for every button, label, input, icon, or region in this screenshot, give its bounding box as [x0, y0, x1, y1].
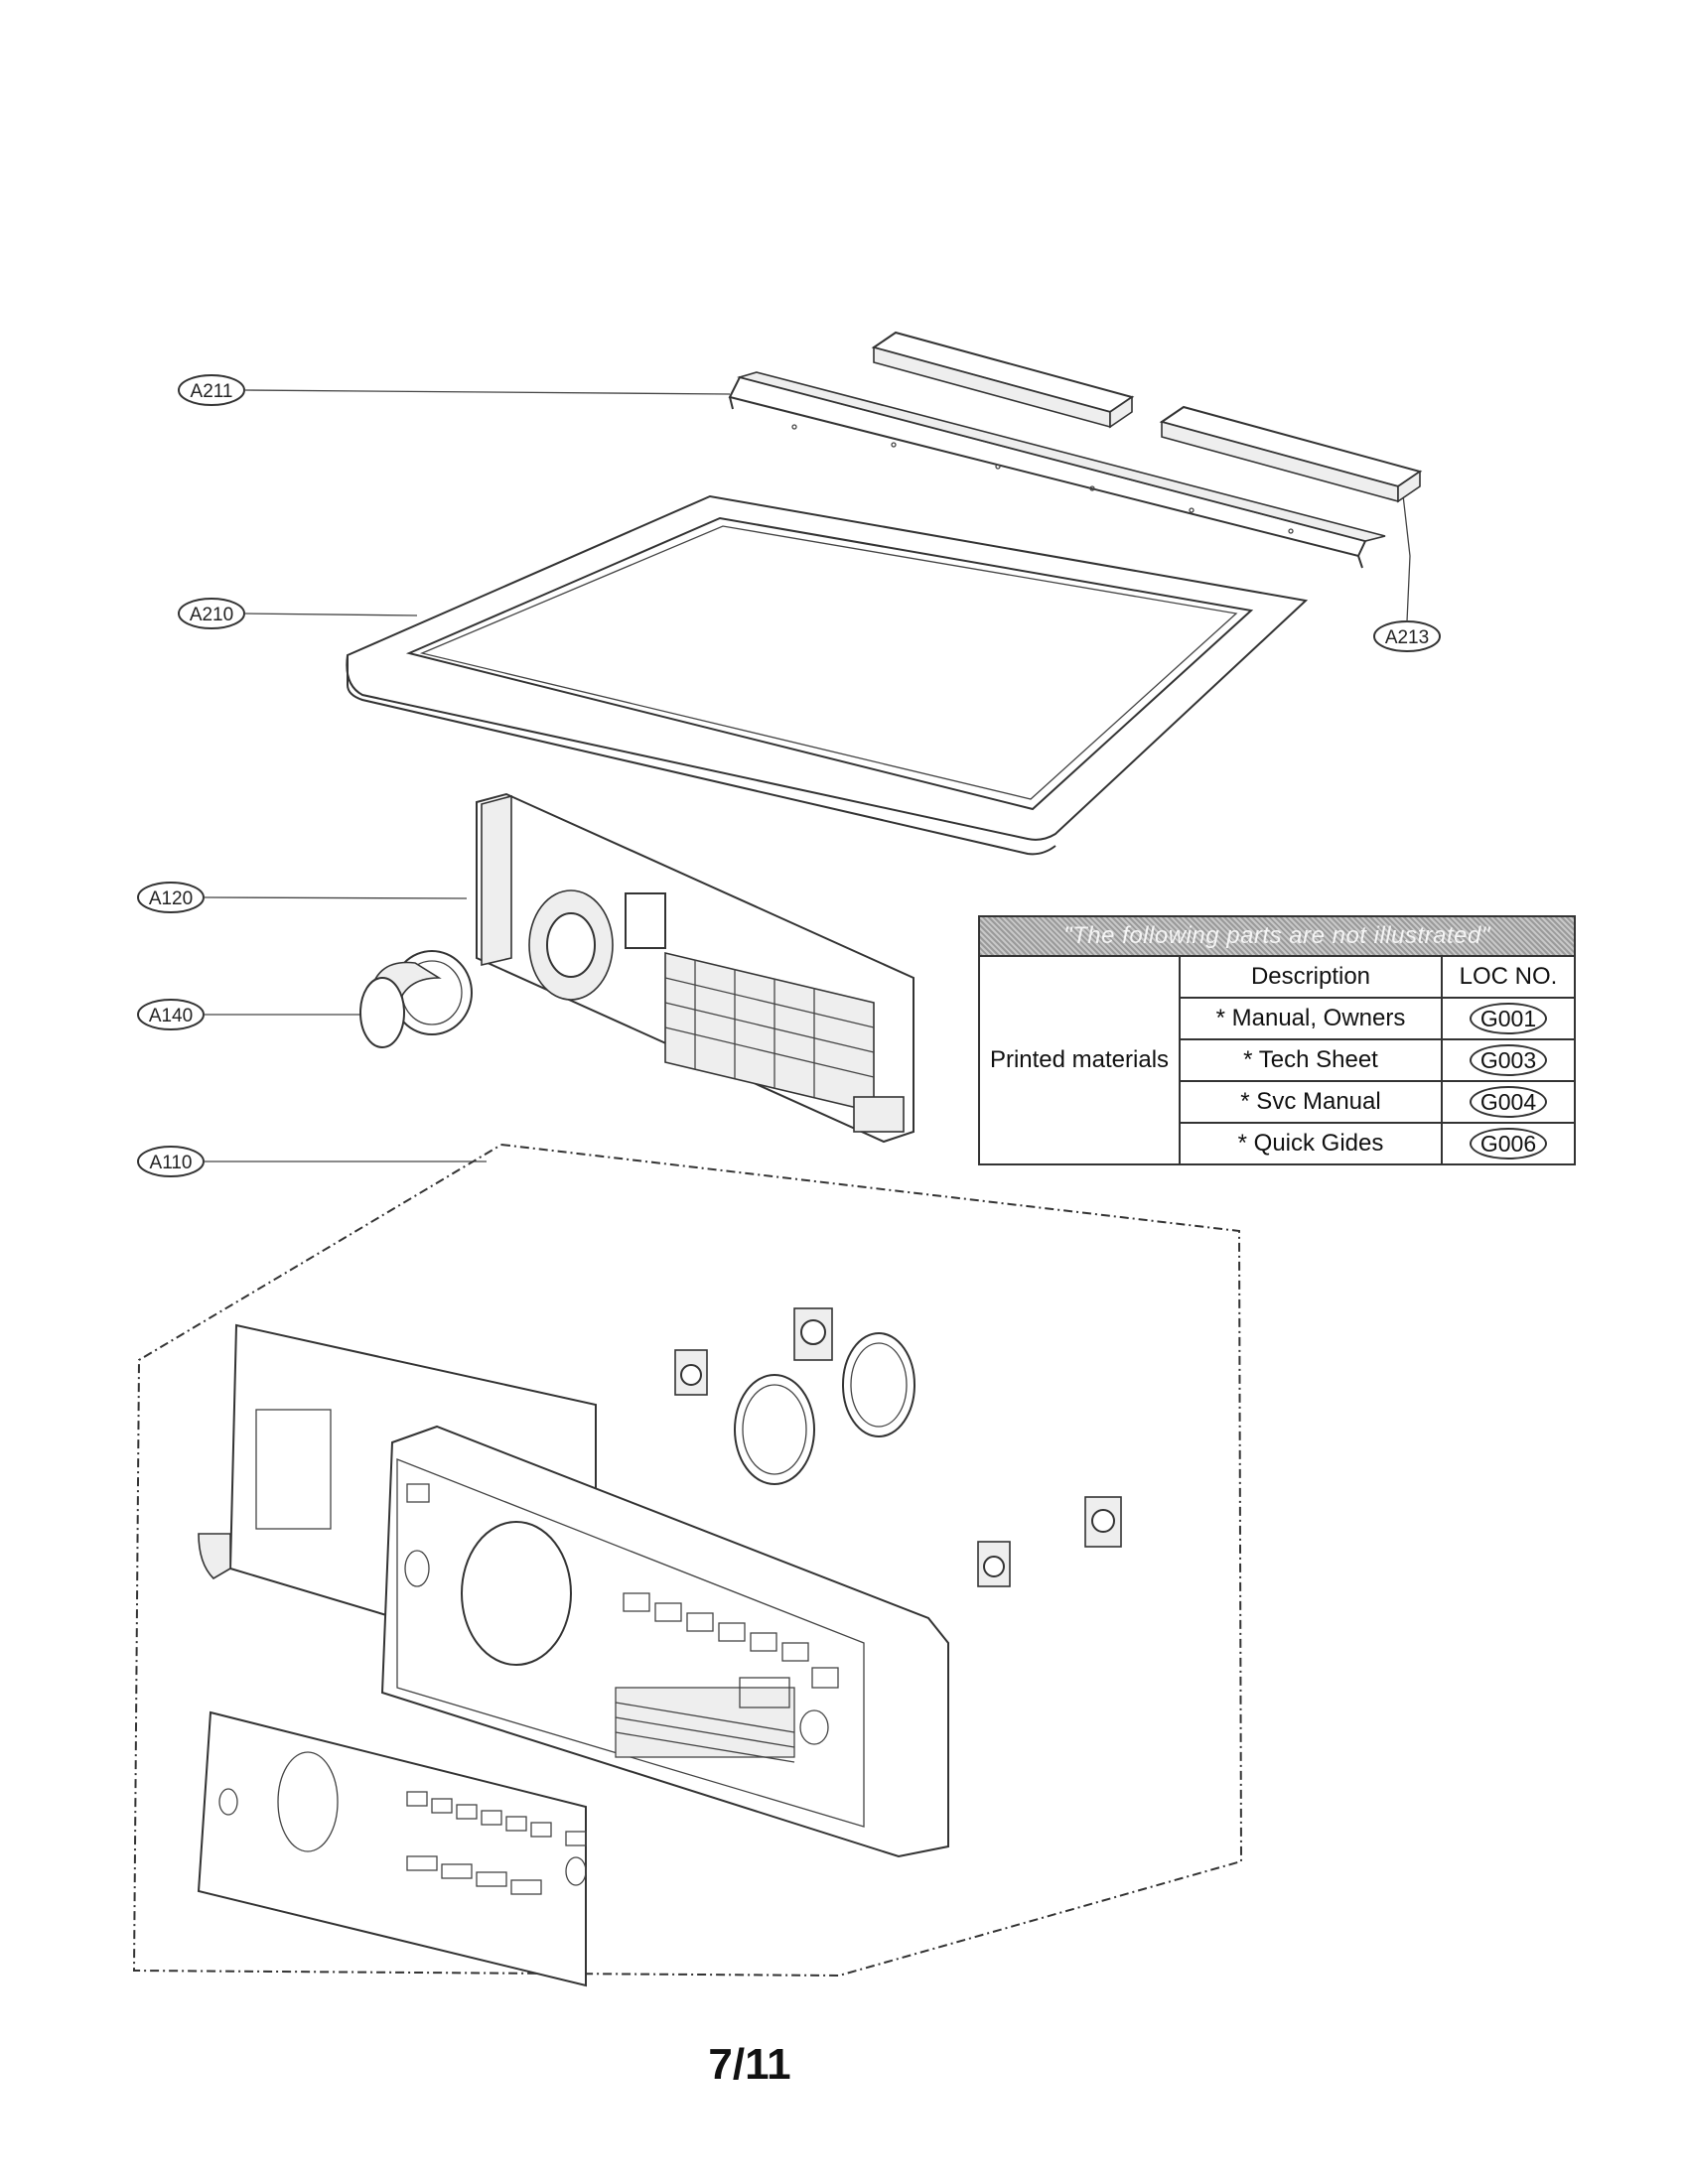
- row-description: * Manual, Owners: [1179, 997, 1443, 1040]
- callout-a120: A120: [137, 882, 468, 913]
- callout-a211-label: A211: [191, 381, 233, 402]
- not-illustrated-parts-table: "The following parts are not illustrated…: [978, 915, 1576, 1165]
- small-switch: [793, 1307, 833, 1361]
- row-description: * Quick Gides: [1179, 1122, 1443, 1165]
- callout-a210-label: A210: [190, 605, 233, 625]
- table-row: * Quick Gides G006: [979, 1122, 1576, 1165]
- callout-a140-label: A140: [149, 1006, 193, 1026]
- callout-a213-label: A213: [1385, 627, 1429, 648]
- callout-a110-label: A110: [150, 1153, 193, 1173]
- table-row: * Tech Sheet G003: [979, 1038, 1576, 1082]
- part-a210-top-plate: [346, 494, 1309, 856]
- small-switch: [977, 1541, 1011, 1587]
- header-loc-no: LOC NO.: [1441, 955, 1576, 999]
- callout-a210: A210: [178, 598, 418, 629]
- table-row: * Svc Manual G004: [979, 1080, 1576, 1124]
- group-label-printed-materials: Printed materials: [978, 955, 1181, 1165]
- row-loc-no: G006: [1469, 1128, 1548, 1160]
- row-loc-no: G003: [1469, 1044, 1548, 1076]
- callout-a120-label: A120: [149, 888, 193, 909]
- part-a211-bracket-rail: [728, 371, 1386, 569]
- small-switch: [674, 1349, 708, 1396]
- table-note: "The following parts are not illustrated…: [978, 915, 1576, 957]
- small-switch: [1084, 1496, 1122, 1548]
- callout-a211: A211: [178, 374, 731, 406]
- page-number: 7/11: [708, 2040, 791, 2089]
- part-a140-knob: [359, 950, 473, 1048]
- part-a213-cap-rear: [871, 331, 1135, 429]
- part-a213-cap-front: [1159, 405, 1423, 503]
- row-loc-no: G004: [1469, 1086, 1548, 1118]
- row-description: * Svc Manual: [1179, 1080, 1443, 1124]
- header-description: Description: [1179, 955, 1443, 999]
- row-loc-no: G001: [1469, 1003, 1548, 1034]
- table-row: * Manual, Owners G001: [979, 997, 1576, 1040]
- row-description: * Tech Sheet: [1179, 1038, 1443, 1082]
- part-a120-control-board: [476, 792, 914, 1144]
- callout-a140: A140: [137, 999, 362, 1030]
- callout-a110: A110: [137, 1146, 487, 1177]
- part-a110-panel-assembly: [132, 1144, 1243, 1987]
